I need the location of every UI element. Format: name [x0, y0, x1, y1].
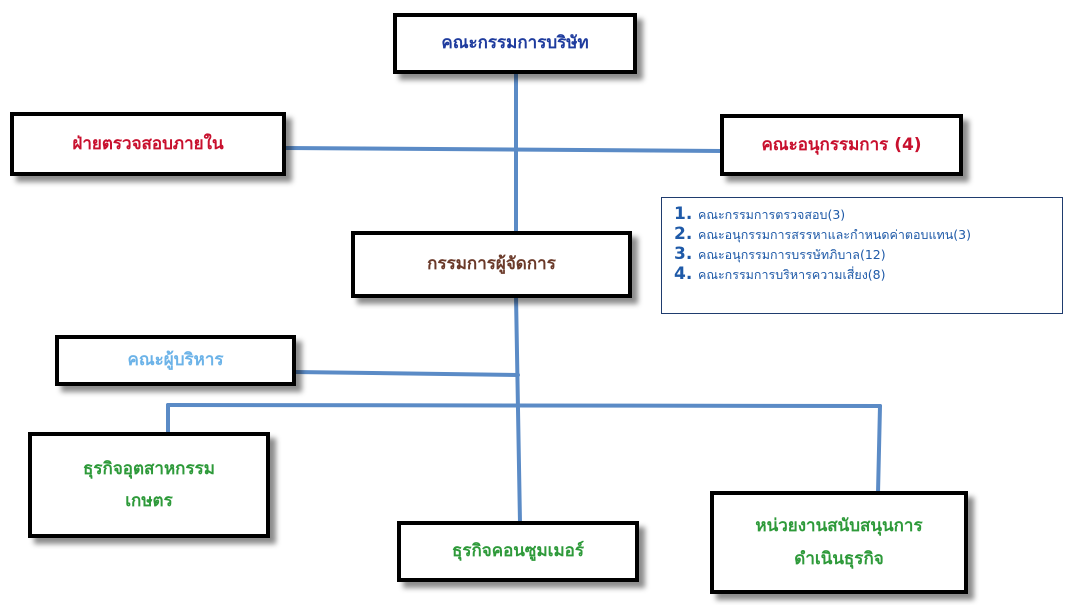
connector-business-bar — [166, 403, 882, 408]
agri-industry-label-line2: เกษตร — [125, 491, 173, 511]
executive-committee-label: คณะผู้บริหาร — [127, 350, 224, 371]
executive-committee-box: คณะผู้บริหาร — [55, 335, 296, 386]
list-item-number: 4. — [674, 264, 693, 284]
subcommittees-box: คณะอนุกรรมการ (4) — [720, 114, 963, 176]
subcommittees-label: คณะอนุกรรมการ (4) — [761, 134, 922, 155]
list-item-text: คณะกรรมการบริหารความเสี่ยง(8) — [698, 267, 886, 282]
support-units-label-line1: หน่วยงานสนับสนุนการ — [755, 516, 923, 537]
support-units-label-line2: ดำเนินธุรกิจ — [794, 548, 884, 569]
consumer-business-label: ธุรกิจคอนซูมเมอร์ — [451, 541, 585, 562]
board-of-directors-label: คณะกรรมการบริษัท — [441, 33, 589, 54]
connector-audit-subcommittee — [283, 146, 724, 153]
list-item: 1. คณะกรรมการตรวจสอบ(3) — [674, 204, 1052, 224]
list-item-number: 2. — [674, 224, 693, 244]
connector-main-trunk-lower — [514, 294, 522, 525]
list-item-text: คณะอนุกรรมการบรรษัทภิบาล(12) — [698, 247, 886, 262]
consumer-business-box: ธุรกิจคอนซูมเมอร์ — [397, 521, 639, 582]
list-item-text: คณะกรรมการตรวจสอบ(3) — [698, 207, 846, 222]
list-item: 3. คณะอนุกรรมการบรรษัทภิบาล(12) — [674, 244, 1052, 264]
agri-industry-business-box: ธุรกิจอุตสาหกรรม เกษตร — [28, 432, 270, 538]
managing-director-label: กรรมการผู้จัดการ — [427, 254, 556, 275]
connector-support-drop — [876, 404, 882, 495]
list-item-number: 3. — [674, 244, 693, 264]
list-item-number: 1. — [674, 204, 693, 224]
subcommittee-list: 1. คณะกรรมการตรวจสอบ(3) 2. คณะอนุกรรมการ… — [661, 197, 1063, 314]
internal-audit-label: ฝ่ายตรวจสอบภายใน — [72, 133, 224, 154]
connector-executive — [292, 370, 520, 377]
list-item: 4. คณะกรรมการบริหารความเสี่ยง(8) — [674, 264, 1052, 284]
list-item: 2. คณะอนุกรรมการสรรหาและกำหนดค่าตอบแทน(3… — [674, 224, 1052, 244]
business-support-units-box: หน่วยงานสนับสนุนการ ดำเนินธุรกิจ — [710, 491, 968, 594]
board-of-directors-box: คณะกรรมการบริษัท — [393, 13, 637, 74]
agri-industry-label-line1: ธุรกิจอุตสาหกรรม — [83, 458, 215, 479]
list-item-text: คณะอนุกรรมการสรรหาและกำหนดค่าตอบแทน(3) — [698, 227, 971, 242]
internal-audit-box: ฝ่ายตรวจสอบภายใน — [10, 112, 286, 176]
managing-director-box: กรรมการผู้จัดการ — [351, 231, 632, 298]
